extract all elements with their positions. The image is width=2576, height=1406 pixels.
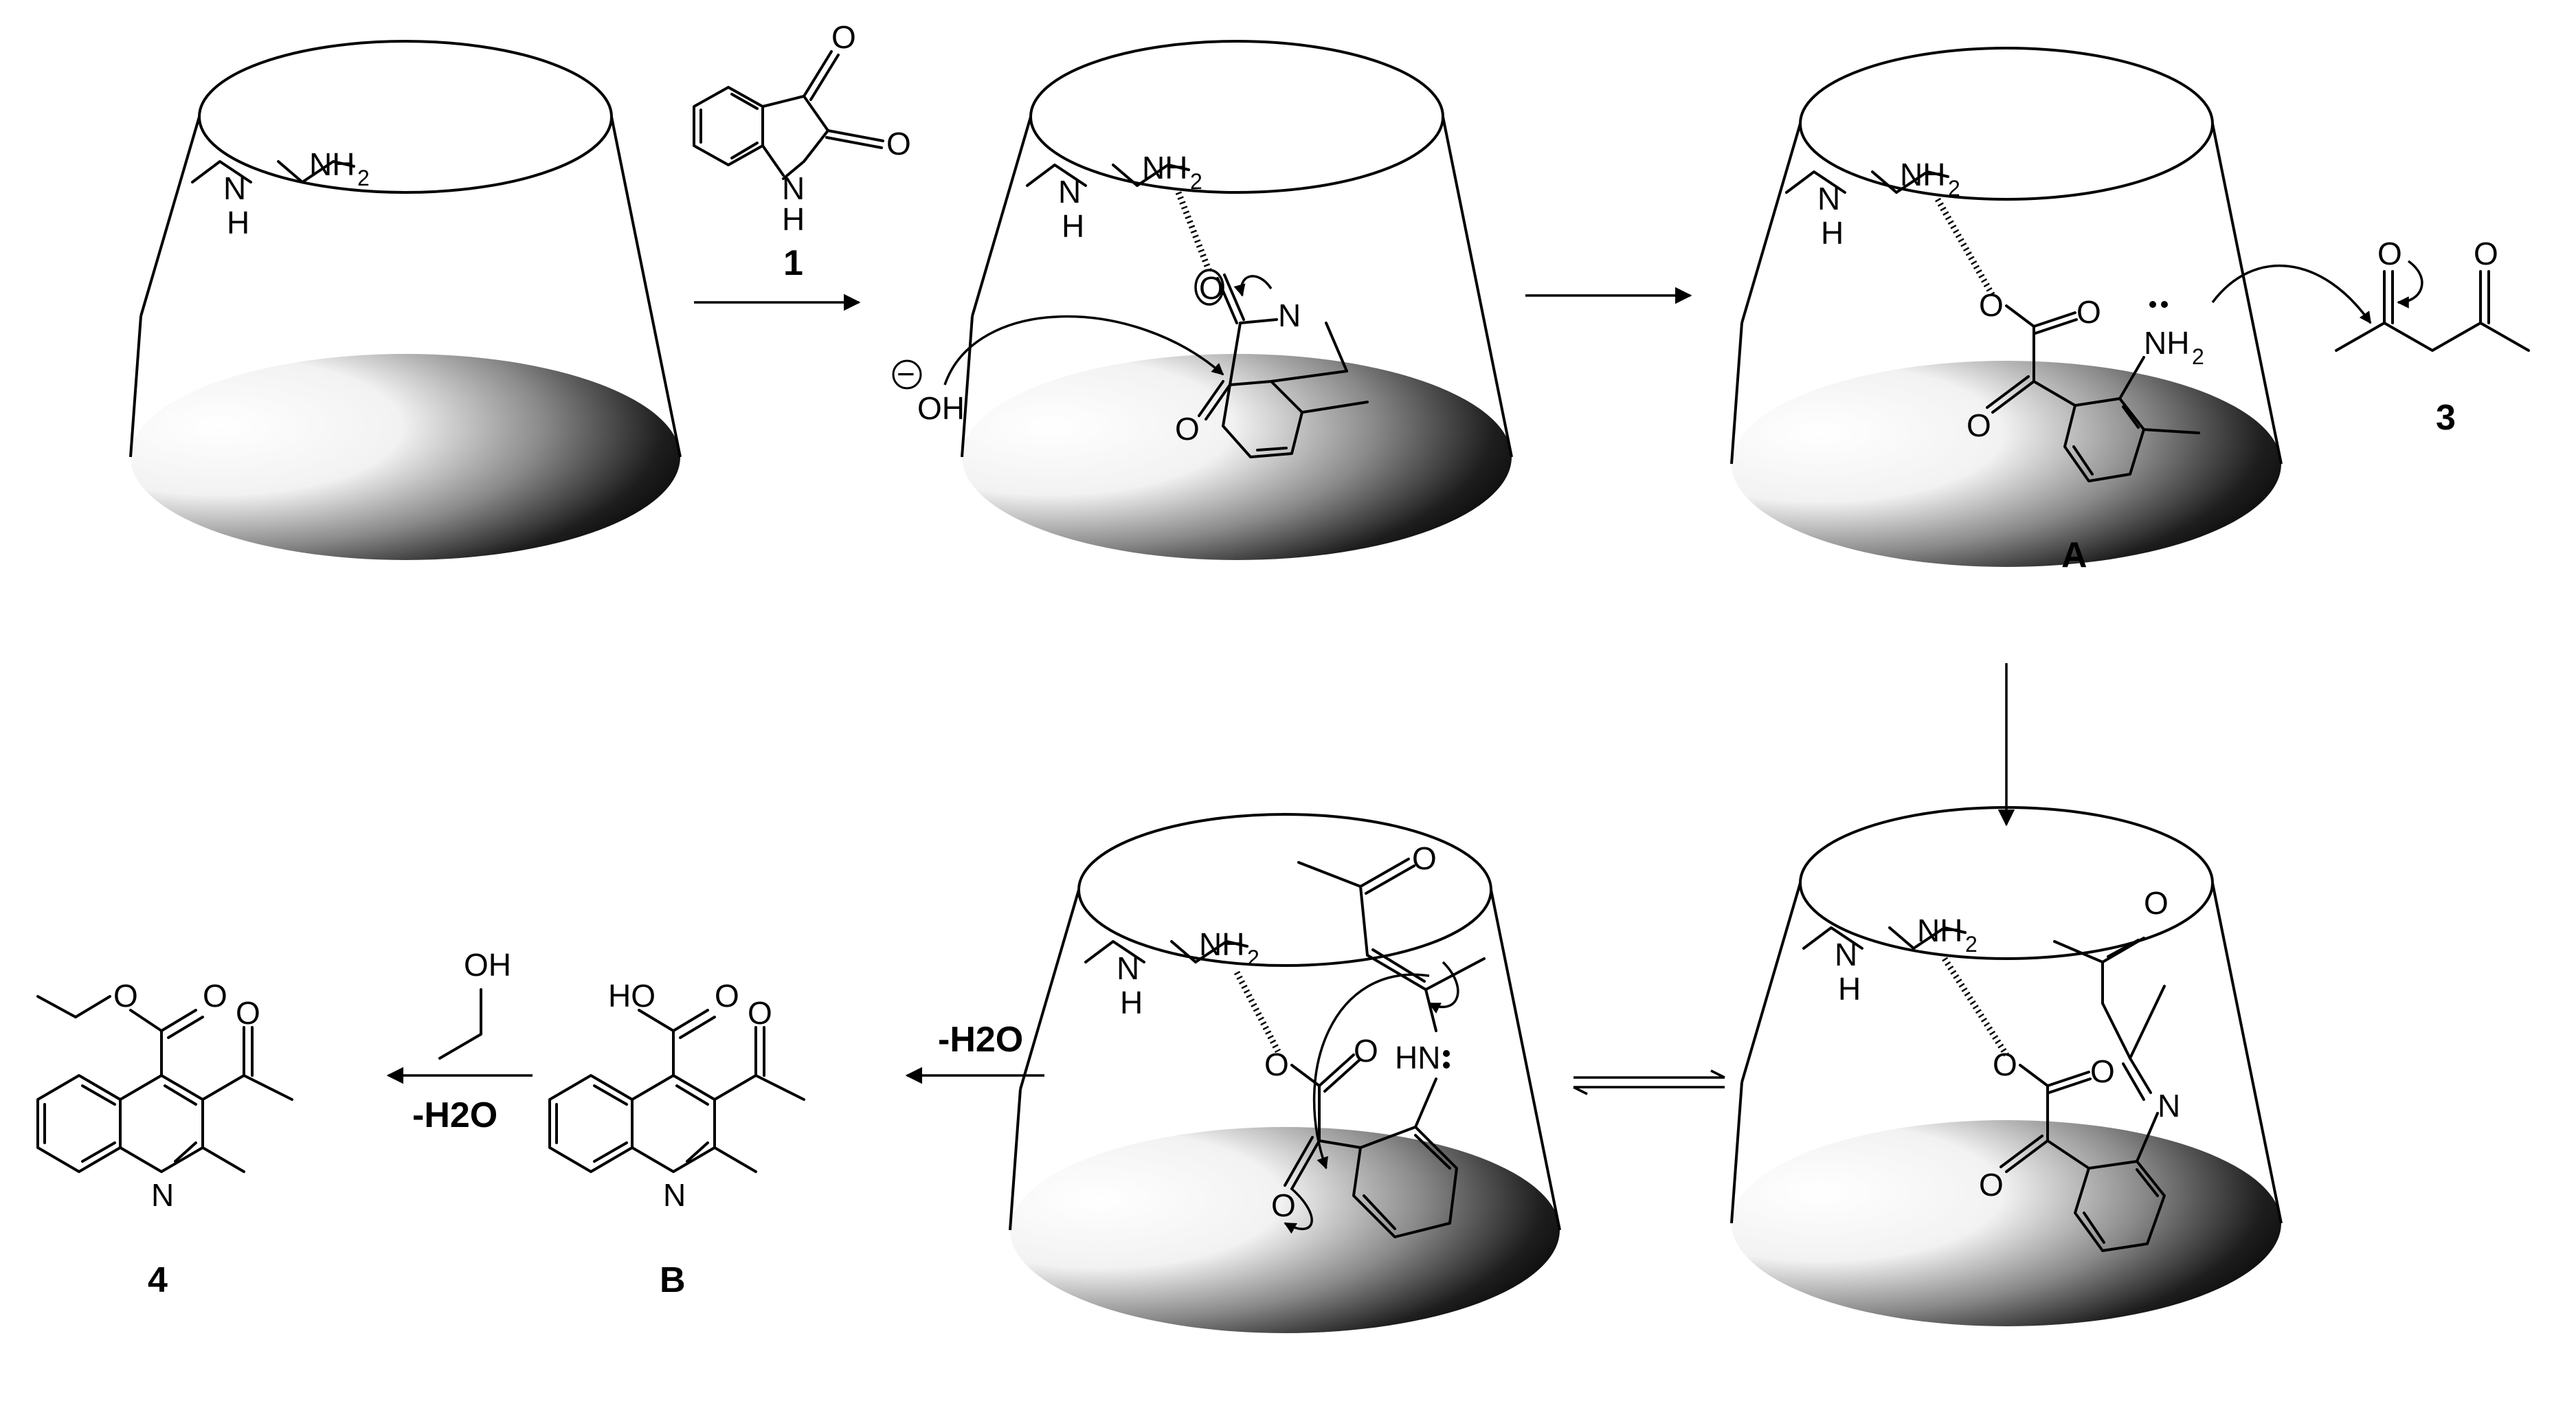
svg-text:N: N — [1117, 950, 1139, 986]
acid-b-structure: O HO O N — [548, 978, 805, 1213]
intermediate-a-label: A — [2061, 535, 2087, 575]
svg-text:O: O — [831, 19, 856, 55]
diketone-structure: O O — [2335, 236, 2530, 352]
svg-text:O: O — [2474, 236, 2498, 271]
cone-2-guest: O N O OH − — [892, 191, 1369, 458]
svg-text:2: 2 — [1190, 169, 1202, 194]
svg-text:O: O — [1354, 1033, 1378, 1069]
svg-text:HO: HO — [608, 978, 656, 1014]
product-label: 4 — [148, 1260, 168, 1300]
isatin-label: 1 — [783, 243, 803, 283]
svg-text:O: O — [886, 126, 911, 161]
cyclodextrin-cone-1 — [129, 40, 682, 561]
cyclodextrin-cone-3 — [1730, 47, 2283, 568]
svg-text:O: O — [1264, 1047, 1289, 1082]
svg-text:2: 2 — [357, 166, 370, 190]
svg-text:O: O — [1199, 270, 1224, 306]
svg-text:N: N — [1817, 181, 1840, 216]
svg-text:O: O — [715, 978, 739, 1014]
svg-text:H: H — [782, 201, 805, 237]
svg-text:O: O — [1271, 1187, 1296, 1223]
svg-text:H: H — [1062, 208, 1084, 244]
amine-arm-3: N H NH 2 — [1785, 157, 1960, 251]
dehydration-2-label: -H2O — [412, 1095, 497, 1135]
svg-text:O: O — [1993, 1047, 2017, 1082]
svg-text:O: O — [203, 978, 227, 1014]
intermediate-a-guest: O O O NH 2 — [1935, 197, 2372, 482]
svg-text:O: O — [2076, 294, 2101, 330]
svg-text:O: O — [113, 978, 138, 1014]
svg-text:NH: NH — [1900, 157, 1945, 192]
svg-text:O: O — [1412, 840, 1437, 876]
svg-text:H: H — [1120, 985, 1143, 1020]
svg-text:H: H — [227, 205, 249, 241]
amine-arm-1: N H NH 2 — [191, 146, 370, 241]
svg-text:H: H — [1838, 971, 1861, 1007]
ethanol-structure: OH — [438, 947, 511, 1060]
svg-text:O: O — [2090, 1053, 2115, 1089]
svg-text:N: N — [1058, 174, 1081, 210]
svg-text:NH: NH — [2144, 325, 2189, 361]
svg-text:O: O — [1979, 287, 2004, 323]
svg-text:HN: HN — [1395, 1040, 1440, 1075]
svg-text:N: N — [1835, 937, 1857, 972]
dehydration-1-label: -H2O — [938, 1020, 1023, 1060]
diketone-label: 3 — [2436, 398, 2456, 438]
svg-text:N: N — [223, 170, 246, 206]
svg-text:O: O — [236, 995, 260, 1031]
svg-text:NH: NH — [309, 146, 355, 182]
svg-text:N: N — [663, 1177, 686, 1213]
svg-text:2: 2 — [1965, 932, 1978, 957]
equilibrium-arrows — [1573, 1069, 1725, 1095]
cone-5-guest: O O O HN O — [1234, 840, 1486, 1238]
svg-text:N: N — [1278, 298, 1301, 333]
svg-text:O: O — [1175, 411, 1200, 447]
amine-arm-4: N H NH 2 — [1802, 913, 1978, 1007]
svg-text:NH: NH — [1142, 150, 1187, 186]
svg-text:O: O — [2377, 236, 2402, 271]
svg-text:N: N — [151, 1177, 174, 1213]
svg-text:O: O — [2144, 885, 2169, 921]
svg-text:O: O — [748, 995, 772, 1031]
acid-b-label: B — [660, 1260, 686, 1300]
svg-text:2: 2 — [1247, 946, 1259, 970]
amine-arm-2: N H NH 2 — [1026, 150, 1202, 244]
svg-text:NH: NH — [1199, 926, 1244, 962]
svg-text:OH: OH — [464, 947, 511, 983]
svg-text:−: − — [897, 356, 915, 392]
svg-text:2: 2 — [2192, 344, 2204, 369]
svg-text:N: N — [782, 170, 805, 206]
svg-text:O: O — [1979, 1167, 2004, 1203]
svg-text:NH: NH — [1917, 913, 1962, 948]
svg-text:OH: OH — [917, 390, 965, 426]
ester-product-structure: O O O N — [36, 978, 293, 1213]
svg-text:N: N — [2158, 1088, 2180, 1124]
svg-text:O: O — [1967, 408, 1991, 443]
amine-arm-5: N H NH 2 — [1084, 926, 1259, 1020]
svg-text:H: H — [1821, 215, 1844, 251]
svg-text:2: 2 — [1948, 176, 1960, 201]
cone-4-guest: O O O N O — [1942, 885, 2180, 1252]
isatin-structure: O O N H — [693, 19, 911, 237]
